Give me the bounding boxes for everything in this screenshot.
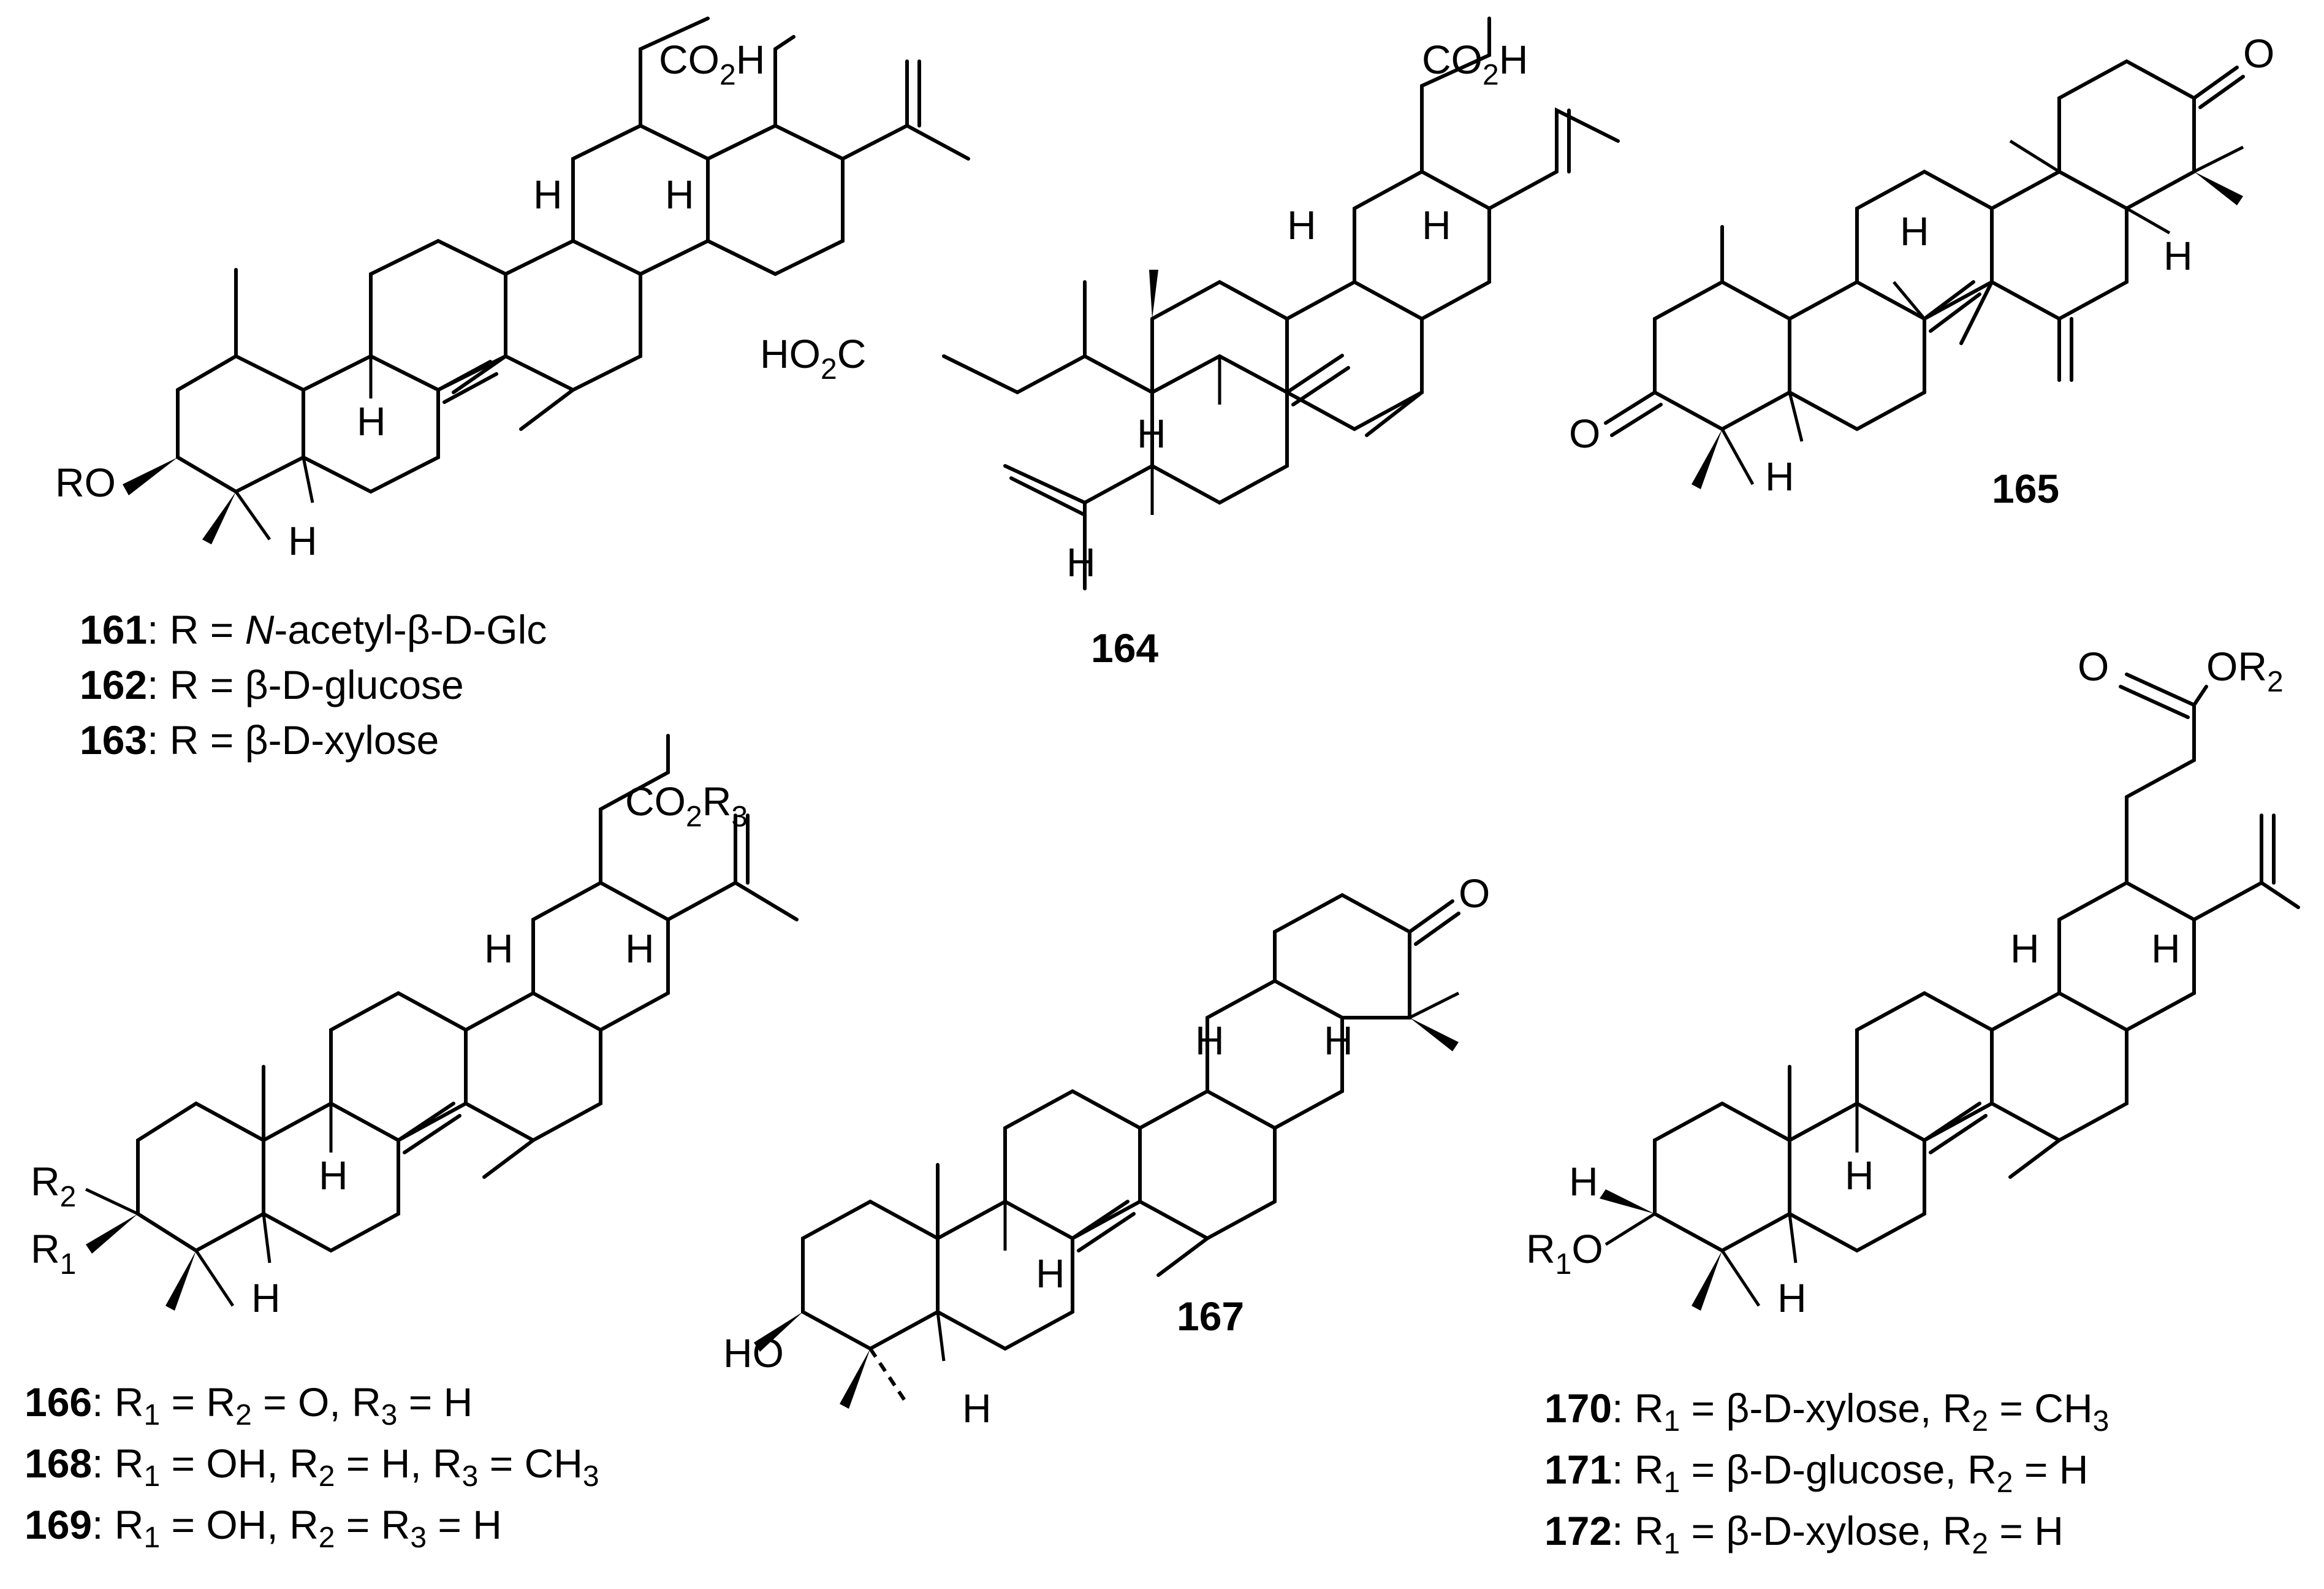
structure-165: O O H H H 165: [1569, 31, 2274, 511]
label-167: 167: [1177, 1294, 1244, 1339]
label-164: 164: [1091, 625, 1158, 671]
h-label: H: [2151, 926, 2181, 971]
h-label: H: [1777, 1275, 1807, 1320]
h-label: H: [1324, 1018, 1353, 1063]
co2r3-label: CO2R3: [625, 779, 748, 833]
ho-label: HO: [723, 1330, 784, 1376]
h-label: H: [288, 518, 317, 563]
ho2c-label: HO2C: [760, 331, 866, 386]
o-label: O: [2243, 31, 2274, 76]
caption-168: 168: R1 = OH, R2 = H, R3 = CH3: [25, 1441, 599, 1493]
r1-label: R1: [31, 1226, 76, 1281]
h-label: H: [962, 1385, 992, 1431]
caption-169: 169: R1 = OH, R2 = R3 = H: [25, 1502, 502, 1554]
h-label: H: [1036, 1251, 1065, 1296]
o-label: O: [1569, 411, 1600, 456]
h-label: H: [1765, 454, 1794, 499]
h-label: H: [251, 1275, 281, 1320]
o-label: O: [2078, 644, 2109, 689]
h-label: H: [1569, 1159, 1598, 1204]
structure-166-168-169: R2 R1 CO2R3 H H H H 166: R1 = R2 = O, R3…: [25, 734, 799, 1554]
h-label: H: [1137, 411, 1166, 456]
h-label: H: [2010, 926, 2040, 971]
caption-166: 166: R1 = R2 = O, R3 = H: [25, 1379, 473, 1431]
co2h-label: CO2H: [659, 37, 765, 91]
h-label: H: [484, 926, 514, 971]
co2h-label: CO2H: [1422, 37, 1528, 91]
h-label: H: [1845, 1153, 1874, 1198]
caption-161: 161: R = N-acetyl-β-D-Glc: [80, 607, 547, 652]
or2-label: OR2: [2206, 644, 2284, 698]
caption-171: 171: R1 = β-D-glucose, R2 = H: [1544, 1447, 2088, 1499]
h-label: H: [1287, 202, 1316, 248]
h-label: H: [1066, 539, 1096, 585]
structure-161-163: RO H H H H CO2H 161: R = N-acetyl-β-D-Gl…: [55, 17, 970, 763]
caption-170: 170: R1 = β-D-xylose, R2 = CH3: [1544, 1385, 2109, 1438]
structure-170-172: H R1O O OR2 H H H H 170: R1 = β-D-xylose…: [1526, 644, 2300, 1560]
h-label: H: [533, 172, 563, 217]
h-label: H: [357, 398, 386, 444]
o-label: O: [1459, 871, 1490, 916]
structure-167: O HO H H H H 167: [723, 871, 1490, 1431]
r2-label: R2: [31, 1159, 76, 1213]
label-165: 165: [1992, 466, 2059, 511]
h-label: H: [2163, 233, 2193, 278]
structure-164: HO2C CO2H H H H H 164: [760, 17, 1620, 671]
ro-label: RO: [55, 460, 116, 505]
r1o-label: R1O: [1526, 1226, 1603, 1281]
h-label: H: [625, 926, 655, 971]
h-label: H: [1422, 202, 1451, 248]
h-label: H: [665, 172, 694, 217]
h-label: H: [1195, 1018, 1225, 1063]
h-label: H: [319, 1153, 348, 1198]
caption-172: 172: R1 = β-D-xylose, R2 = H: [1544, 1508, 2064, 1560]
h-label: H: [1900, 208, 1929, 254]
caption-162: 162: R = β-D-glucose: [80, 662, 464, 707]
caption-163: 163: R = β-D-xylose: [80, 717, 439, 763]
